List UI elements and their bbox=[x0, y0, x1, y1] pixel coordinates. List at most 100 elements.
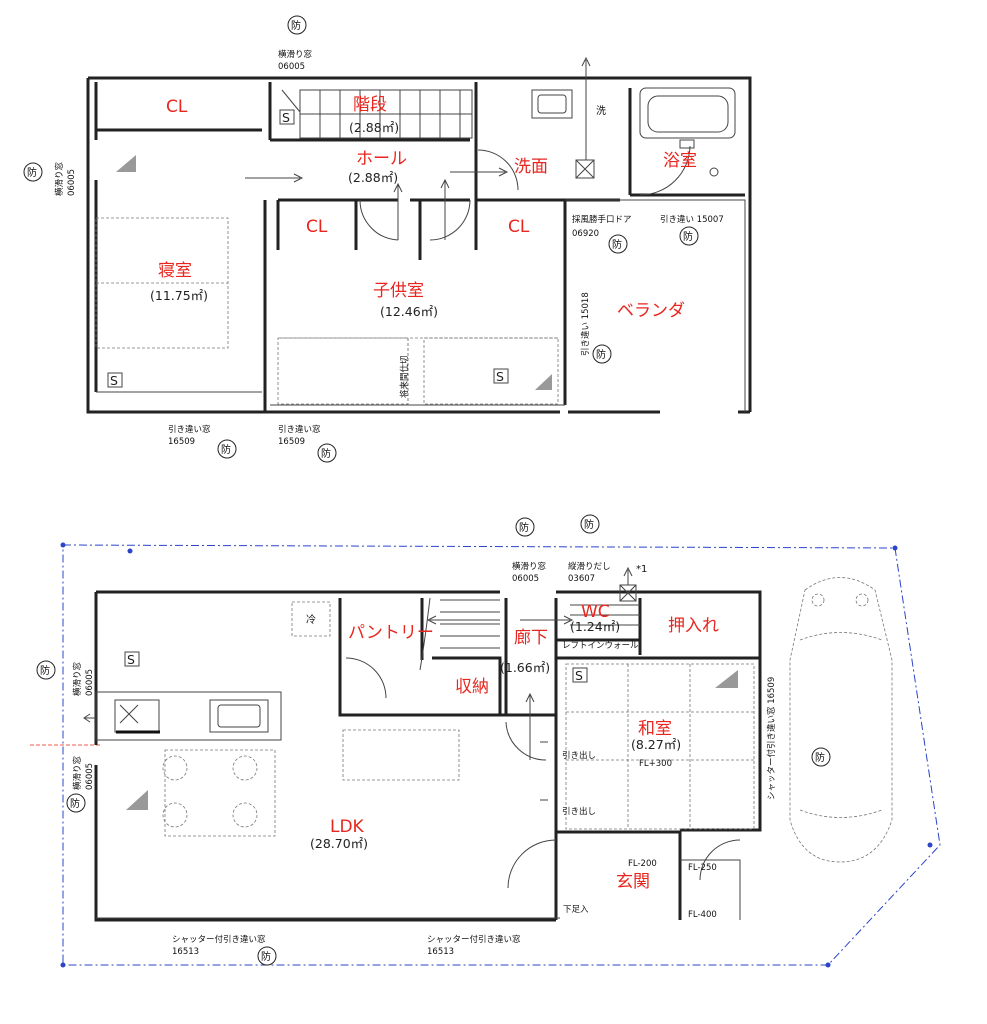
win-top1-code: 06005 bbox=[512, 574, 539, 584]
floor2-bouhan-markers: 防 防 防 防 防 防 防 bbox=[23, 15, 699, 463]
drawer-2: 引き出し bbox=[562, 806, 596, 817]
low-table bbox=[342, 729, 460, 781]
bot-win1-code: 16509 bbox=[168, 437, 195, 447]
svg-text:防: 防 bbox=[584, 518, 594, 531]
rouka-area: (1.66㎡) bbox=[500, 660, 550, 675]
room-genkan: 玄関 bbox=[616, 872, 650, 892]
win-left-code: 06005 bbox=[67, 169, 77, 196]
stairs-area: (2.88㎡) bbox=[349, 120, 399, 135]
bouhan-icon: 防 bbox=[515, 517, 535, 537]
bouhan-icon: 防 bbox=[217, 439, 237, 459]
floor1-stairs bbox=[426, 599, 640, 649]
floor2-plan: S S S CL 階段 (2.88㎡) ホール (2.88㎡) 洗面 浴室 洗 … bbox=[23, 15, 752, 463]
floor1-wall-core bbox=[338, 598, 760, 832]
svg-text:防: 防 bbox=[519, 521, 529, 534]
door-label: 採風勝手口ドア bbox=[572, 214, 632, 225]
bouhan-icon: 防 bbox=[811, 747, 831, 767]
floor2-outer-wall bbox=[86, 76, 752, 414]
bathtub bbox=[639, 87, 736, 177]
win-bot1-label: シャッター付引き違い窓 bbox=[172, 934, 266, 945]
bouhan-icon: 防 bbox=[23, 162, 43, 182]
s-mark: S bbox=[575, 668, 583, 683]
floor2-inner-line bbox=[96, 391, 565, 406]
door-code: 06920 bbox=[572, 229, 599, 239]
car-icon bbox=[789, 577, 893, 863]
win-bot2-label: シャッター付引き違い窓 bbox=[427, 934, 521, 945]
floor1-triangle-washitsu bbox=[715, 670, 738, 688]
svg-text:防: 防 bbox=[612, 238, 622, 251]
fridge-mark: 冷 bbox=[306, 613, 316, 626]
floor2-wall-west bbox=[94, 82, 272, 412]
floor1-s-marks: S S bbox=[124, 651, 588, 683]
wc-area: (1.24㎡) bbox=[570, 619, 620, 634]
bot-win1-label: 引き違い窓 bbox=[168, 424, 211, 435]
fl-400: FL-400 bbox=[688, 910, 717, 920]
bot-win2-code: 16509 bbox=[278, 437, 305, 447]
s-mark: S bbox=[110, 373, 118, 388]
washitsu-area: (8.27㎡) bbox=[631, 737, 681, 752]
floor2-wall-hall bbox=[96, 82, 478, 205]
bouhan-icon: 防 bbox=[36, 660, 56, 680]
win-top1-label: 横滑り窓 bbox=[512, 561, 547, 572]
hall-area: (2.88㎡) bbox=[348, 170, 398, 185]
genkan-fl: FL-200 bbox=[628, 859, 657, 869]
room-oshiire: 押入れ bbox=[668, 616, 719, 636]
room-washitsu: 和室 bbox=[638, 719, 672, 739]
shinshitsu-area: (11.75㎡) bbox=[150, 288, 208, 303]
svg-text:防: 防 bbox=[596, 348, 606, 361]
floor2-wall-bath bbox=[563, 88, 745, 405]
win-top2-label: 縦滑りだし bbox=[568, 561, 611, 572]
floor1-triangle-ldk bbox=[126, 790, 148, 810]
wash-basin bbox=[531, 56, 595, 179]
svg-text:防: 防 bbox=[261, 950, 271, 963]
svg-text:防: 防 bbox=[27, 166, 37, 179]
leftin-wall: レフトインウォール bbox=[562, 641, 639, 651]
room-wc: WC bbox=[581, 602, 610, 622]
veranda-window: 引き違い 15018 bbox=[580, 292, 591, 356]
room-shuno: 収納 bbox=[455, 677, 489, 697]
sen-mark: 洗 bbox=[596, 105, 606, 117]
site-boundary-points bbox=[60, 542, 933, 968]
floor2-door-swings bbox=[359, 145, 691, 241]
drawer-1: 引き出し bbox=[562, 750, 596, 761]
floor2-triangle-left bbox=[116, 155, 136, 172]
shoe-box: 下足入 bbox=[563, 905, 589, 915]
svg-text:防: 防 bbox=[40, 664, 50, 677]
room-hall: ホール bbox=[356, 149, 407, 169]
win-top-label: 横滑り窓 bbox=[278, 49, 313, 60]
svg-text:防: 防 bbox=[815, 751, 825, 764]
kodomo-area: (12.46㎡) bbox=[380, 304, 438, 319]
bouhan-icon: 防 bbox=[592, 344, 612, 364]
floor1-inner-lines bbox=[96, 859, 741, 920]
win-bot2-code: 16513 bbox=[427, 947, 454, 957]
room-senmen: 洗面 bbox=[514, 157, 548, 177]
bouhan-icon: 防 bbox=[679, 226, 699, 246]
win-bot1-code: 16513 bbox=[172, 947, 199, 957]
dining-set bbox=[162, 749, 276, 837]
floor1-door-swings bbox=[345, 597, 741, 889]
room-cl-right: CL bbox=[508, 217, 530, 237]
bouhan-icon: 防 bbox=[317, 443, 337, 463]
site-boundary bbox=[62, 544, 941, 966]
washitsu-tatami bbox=[565, 663, 755, 830]
fl-250: FL-250 bbox=[688, 863, 717, 873]
room-rouka: 廊下 bbox=[514, 628, 548, 648]
bouhan-icon: 防 bbox=[608, 234, 628, 254]
bouhan-icon: 防 bbox=[580, 514, 600, 534]
win-l2-code: 06005 bbox=[85, 763, 95, 790]
kitchen-counter bbox=[95, 691, 282, 741]
floor1-wall-wc bbox=[556, 598, 682, 920]
room-veranda: ベランダ bbox=[617, 301, 685, 321]
win-l1-label: 横滑り窓 bbox=[72, 661, 83, 696]
ldk-area: (28.70㎡) bbox=[310, 836, 368, 851]
bouhan-icon: 防 bbox=[257, 946, 277, 966]
svg-text:防: 防 bbox=[683, 230, 693, 243]
floor1-bouhan-markers: 防 防 防 防 防 防 bbox=[36, 514, 831, 966]
floor2-s-marks: S S S bbox=[107, 109, 509, 388]
win-top2-code: 03607 bbox=[568, 574, 595, 584]
partition-note: 将来間仕切 bbox=[399, 355, 410, 398]
s-mark: S bbox=[282, 110, 290, 125]
room-shinshitsu: 寝室 bbox=[158, 260, 192, 281]
room-kodomo: 子供室 bbox=[373, 281, 424, 301]
